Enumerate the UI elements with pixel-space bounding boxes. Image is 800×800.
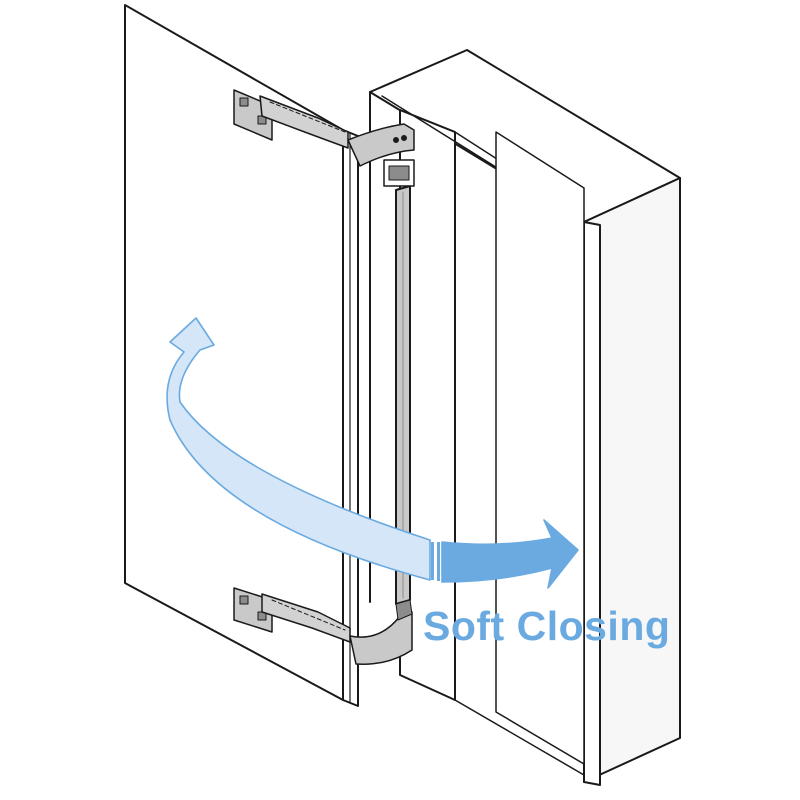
bottom-hinge bbox=[233, 587, 413, 665]
top-hinge-screw-1 bbox=[239, 97, 249, 107]
cabinet-bottom-inner bbox=[454, 699, 585, 776]
soft-closing-label: Soft Closing bbox=[423, 603, 671, 649]
cabinet-rear-side bbox=[495, 131, 585, 765]
arrow-band-blue bbox=[441, 519, 579, 589]
top-hinge-knuckle bbox=[347, 123, 415, 167]
bottom-hinge-screw-1 bbox=[239, 595, 249, 605]
top-hinge-arm bbox=[259, 95, 349, 149]
bottom-hinge-arm bbox=[261, 593, 351, 643]
closing-arrow-icon bbox=[166, 317, 579, 589]
top-hinge bbox=[233, 89, 415, 187]
arrow-band-light bbox=[166, 317, 431, 581]
cabinet-front-edge bbox=[583, 221, 601, 786]
cabinet-box bbox=[369, 49, 681, 786]
bottom-hinge-knuckle bbox=[349, 611, 413, 665]
